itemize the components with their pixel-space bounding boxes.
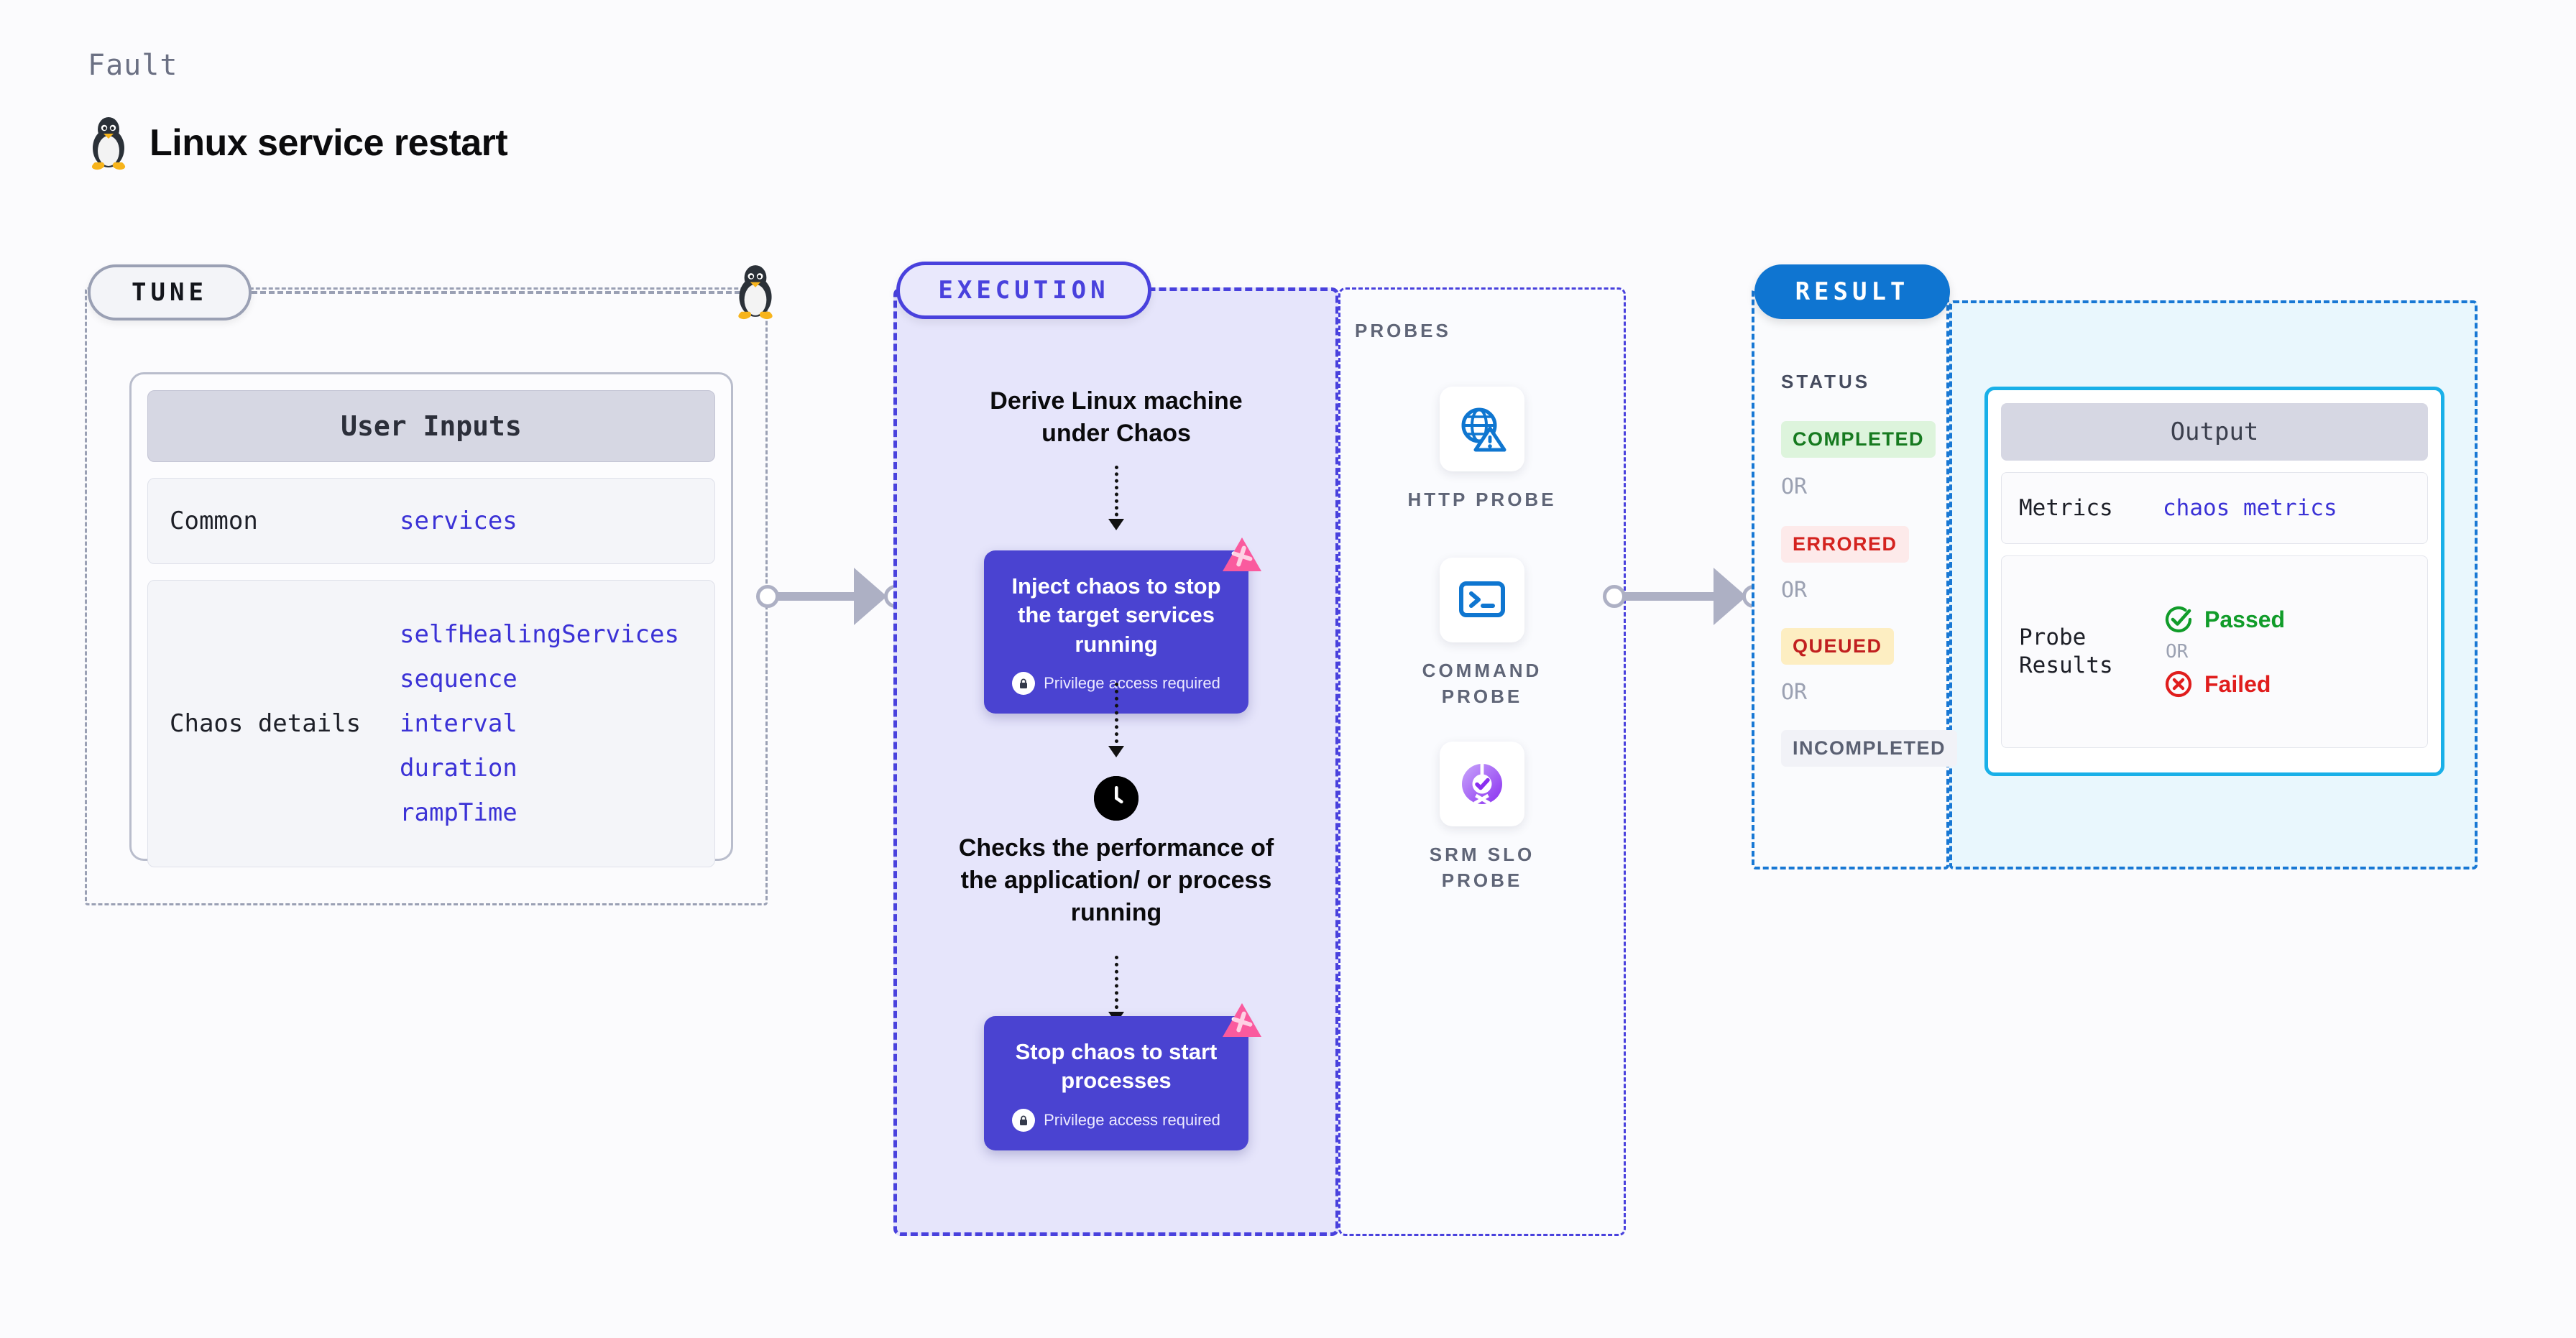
x-circle-icon: [2165, 670, 2192, 698]
status-badge-completed: COMPLETED: [1781, 421, 1936, 458]
probe-result-failed: Failed: [2163, 668, 2285, 700]
flow-arrow-2-head: [1108, 746, 1124, 757]
input-value[interactable]: duration: [400, 754, 518, 783]
execution-card-inject-chaos[interactable]: Inject chaos to stop the target services…: [984, 537, 1261, 714]
connector-probes-to-result: [1603, 568, 1765, 625]
probe-label: HTTP PROBE: [1407, 489, 1557, 510]
status-badge-incompleted: INCOMPLETED: [1781, 730, 1958, 767]
slo-donut-check-icon: [1440, 742, 1524, 826]
clock-icon: [1094, 776, 1138, 821]
linux-penguin-icon: [91, 117, 126, 170]
probe-result-passed: Passed: [2163, 604, 2285, 635]
input-value-list: selfHealingServices sequence interval du…: [400, 620, 679, 827]
output-header: Output: [2001, 403, 2428, 461]
probe-label: SRM SLO PROBE: [1429, 844, 1535, 891]
input-section-label: Chaos details: [170, 709, 362, 738]
terminal-icon: [1440, 558, 1524, 642]
user-inputs-card: User Inputs Common services Chaos detail…: [129, 372, 733, 867]
page-title: Linux service restart: [150, 122, 508, 164]
flow-arrow-2: [1115, 683, 1118, 750]
status-badge-errored: ERRORED: [1781, 526, 1909, 563]
output-metrics-value[interactable]: chaos metrics: [2163, 495, 2337, 521]
input-value[interactable]: sequence: [400, 665, 518, 693]
probe-result-passed-text: Passed: [2204, 606, 2286, 632]
result-pill[interactable]: RESULT: [1754, 264, 1950, 319]
harness-logo-icon: [1223, 537, 1261, 571]
probes-label: PROBES: [1355, 320, 1451, 341]
probe-label: COMMAND PROBE: [1422, 660, 1542, 707]
probe-result-or: OR: [2166, 641, 2189, 663]
tune-pill[interactable]: TUNE: [88, 264, 252, 320]
privilege-note-text: Privilege access required: [1044, 1110, 1220, 1129]
execution-step-derive: Derive Linux machine under Chaos: [990, 387, 1243, 448]
status-badge-queued: QUEUED: [1781, 628, 1894, 665]
execution-card-title: Stop chaos to start processes: [1015, 1039, 1218, 1094]
probe-item-http[interactable]: HTTP PROBE: [1396, 387, 1568, 513]
input-value[interactable]: interval: [400, 709, 518, 738]
execution-step-checks: Checks the performance of the applicatio…: [958, 834, 1274, 927]
flow-arrow-1: [1115, 466, 1118, 523]
probe-item-command[interactable]: COMMAND PROBE: [1396, 558, 1568, 710]
status-or-1: OR: [1781, 474, 1808, 499]
output-section-probe-results: Probe Results Passed OR Failed: [2001, 555, 2428, 748]
check-circle-icon: [2165, 606, 2192, 633]
privilege-note: Privilege access required: [998, 671, 1234, 695]
page-title-row: Linux service restart: [86, 115, 508, 171]
lock-icon: [1012, 671, 1036, 695]
execution-card-stop-chaos[interactable]: Stop chaos to start processes Privilege …: [984, 1003, 1261, 1150]
privilege-note: Privilege access required: [998, 1108, 1234, 1132]
flow-arrow-3: [1115, 956, 1118, 1016]
tune-corner-penguin-icon: [732, 263, 779, 324]
input-section-common: Common services: [147, 478, 715, 564]
input-section-label: Common: [170, 507, 258, 535]
execution-card-title: Inject chaos to stop the target services…: [1011, 573, 1221, 657]
privilege-note-text: Privilege access required: [1044, 673, 1220, 692]
harness-logo-icon: [1223, 1003, 1261, 1037]
probe-result-options: Passed OR Failed: [2163, 604, 2285, 700]
input-section-chaos-details: Chaos details selfHealingServices sequen…: [147, 580, 715, 867]
result-status-panel: [1752, 287, 1949, 869]
output-metrics-label: Metrics: [2019, 494, 2113, 521]
input-value[interactable]: rampTime: [400, 798, 518, 827]
status-or-3: OR: [1781, 680, 1808, 705]
globe-warning-icon: [1440, 387, 1524, 471]
output-probe-label: Probe Results: [2019, 624, 2113, 678]
input-value-list: services: [400, 507, 518, 535]
connector-tune-to-execution: [756, 568, 907, 625]
input-value[interactable]: selfHealingServices: [400, 620, 679, 649]
probe-result-failed-text: Failed: [2204, 670, 2271, 697]
execution-pill[interactable]: EXECUTION: [896, 262, 1151, 319]
flow-arrow-1-head: [1108, 519, 1124, 530]
probe-item-srm-slo[interactable]: SRM SLO PROBE: [1396, 742, 1568, 894]
input-value[interactable]: services: [400, 507, 518, 535]
output-card: Output Metrics chaos metrics Probe Resul…: [1984, 387, 2444, 776]
status-label: STATUS: [1781, 371, 1871, 392]
user-inputs-header: User Inputs: [147, 390, 715, 462]
tune-leader-line: [252, 291, 740, 294]
page-eyebrow: Fault: [88, 49, 178, 82]
output-section-metrics: Metrics chaos metrics: [2001, 472, 2428, 544]
lock-icon: [1012, 1108, 1036, 1132]
status-or-2: OR: [1781, 578, 1808, 603]
